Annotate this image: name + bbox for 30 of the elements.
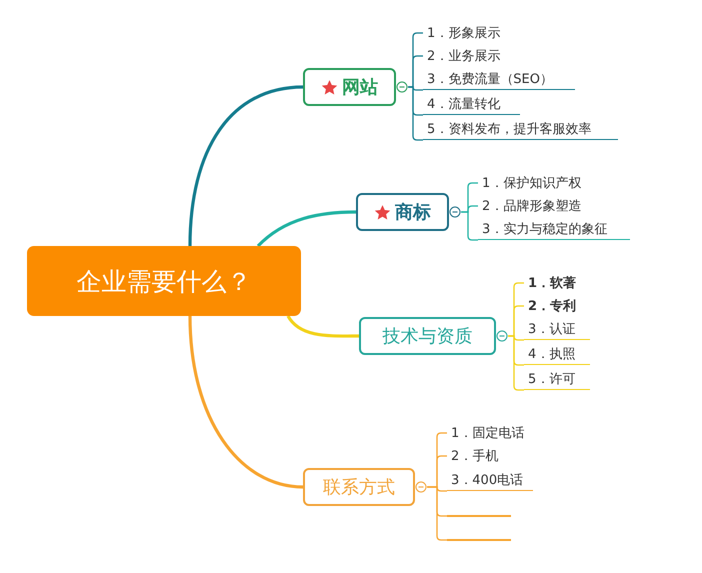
leaf-label: 2．品牌形象塑造	[478, 195, 588, 217]
branch-label: 商标	[395, 201, 431, 224]
leaf-label: 1．形象展示	[423, 22, 513, 44]
leaf-label: 2．业务展示	[423, 45, 513, 67]
topic-box	[27, 246, 301, 316]
connector-line	[256, 210, 356, 248]
branch-label: 联系方式	[323, 476, 395, 499]
connector-line	[286, 315, 359, 338]
leaf-label: 3．认证	[524, 318, 590, 340]
connector-line	[508, 335, 524, 391]
leaf-label: 5．资料发布，提升客服效率	[423, 118, 618, 140]
leaf-label: 2．专利	[524, 295, 584, 317]
connector-line	[427, 486, 447, 541]
leaf-label: 2．手机	[447, 445, 517, 467]
leaf-label: 5．许可	[524, 368, 590, 390]
leaf-label: 4．执照	[524, 343, 590, 365]
leaf-label: 3．实力与稳定的象征	[478, 218, 630, 240]
connector-line	[461, 211, 478, 241]
topic-title: 企业需要什么？	[76, 268, 252, 298]
connector-line	[408, 86, 423, 141]
branch-label: 网站	[342, 76, 378, 99]
connector-line	[188, 85, 304, 246]
branch-label: 技术与资质	[382, 325, 472, 348]
leaf-label: 3．400电话	[447, 469, 533, 491]
leaf-label: 1．保护知识产权	[478, 172, 588, 194]
leaf-label: 3．免费流量（SEO）	[423, 68, 575, 90]
connector-line	[188, 316, 304, 489]
leaf-label: 1．固定电话	[447, 422, 537, 444]
leaf-label: 4．流量转化	[423, 93, 520, 115]
leaf-label: 1．软著	[524, 272, 584, 294]
